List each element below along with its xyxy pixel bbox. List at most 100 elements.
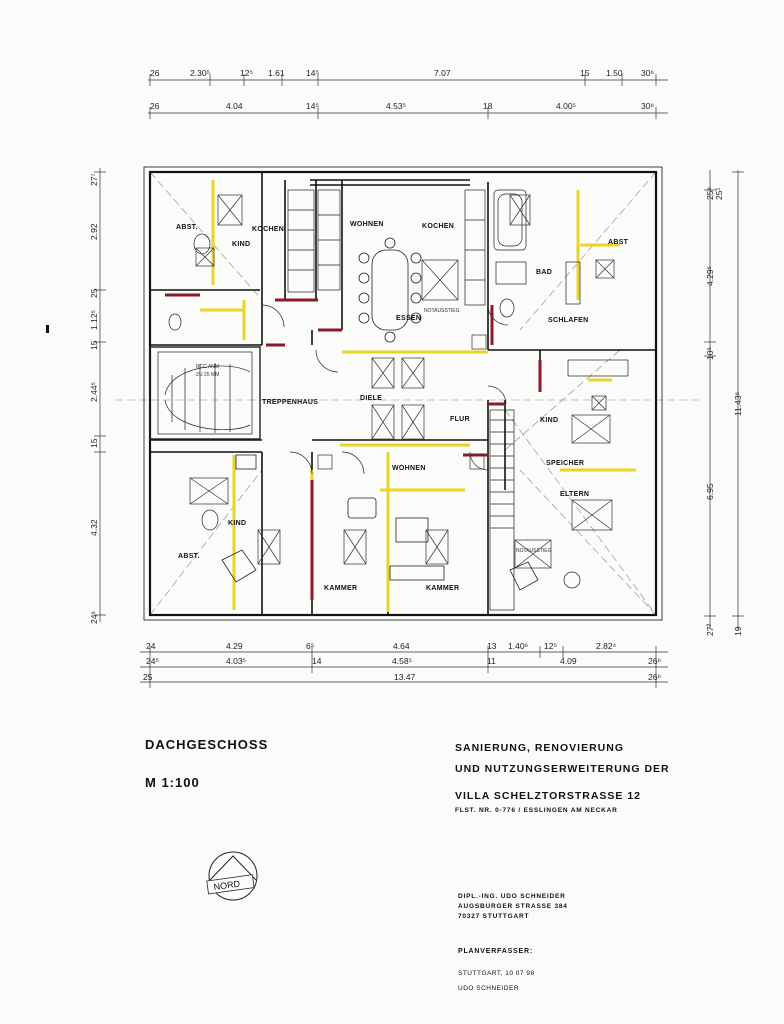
stair-note-1: RCC ANM [196, 364, 219, 370]
left-dimension-chain [94, 168, 106, 622]
north-arrow-icon: NORD [206, 851, 258, 901]
dim-left-2: 25 [89, 288, 99, 298]
room-abst-ne: ABST [608, 239, 629, 246]
dim-top1-8: 30⁶ [641, 68, 654, 78]
dim-top1-7: 1.50 [606, 68, 623, 78]
planverfasser-name: UDO SCHNEIDER [458, 985, 520, 992]
dim-bottom2-6: 26⁶ [648, 656, 661, 666]
architect-line-3: 70327 STUTTGART [458, 913, 530, 920]
project-line-4: FLST. NR. 0-776 / ESSLINGEN AM NECKAR [455, 807, 618, 814]
dim-top1-1: 2.30⁵ [190, 68, 210, 78]
dim-top2-4: 18 [483, 101, 493, 111]
dim-bottom2-3: 4.58⁵ [392, 656, 412, 666]
top-dimension-chain-2 [148, 107, 668, 119]
plan-dining-table [358, 237, 422, 343]
dim-bottom3-2: 26⁶ [648, 672, 661, 682]
dim-bottom1-1: 4.29 [226, 641, 243, 651]
project-line-2: UND NUTZUNGSERWEITERUNG DER [455, 763, 670, 775]
room-kochen-nw: KOCHEN [252, 226, 284, 233]
drawing-title: DACHGESCHOSS [145, 737, 269, 752]
plan-roof-diagonals [115, 171, 700, 616]
room-abst-sw: ABST. [178, 553, 200, 560]
dim-left-3: 1.12⁵ [89, 310, 99, 330]
planverfasser-label: PLANVERFASSER: [458, 948, 533, 955]
planverfasser-date: STUTTGART, 10 07 98 [458, 970, 535, 977]
dim-top1-0: 26 [150, 68, 160, 78]
dim-left-5: 2.44⁵ [89, 382, 99, 402]
dim-bottom2-2: 14 [312, 656, 322, 666]
plan-furniture-south [221, 454, 539, 591]
dim-top2-0: 26 [150, 101, 160, 111]
dim-bottom1-7: 2.82⁴ [596, 641, 617, 651]
dim-top2-1: 4.04 [226, 101, 243, 111]
room-wohnen-n: WOHNEN [350, 221, 384, 228]
dim-bottom1-2: 6⁵ [306, 641, 314, 651]
room-treppenhaus: TREPPENHAUS [262, 399, 318, 406]
dim-left-0: 27⁷ [89, 173, 99, 186]
dim-left-8: 24⁶ [89, 611, 99, 624]
dim-right-0: 25⁶ [705, 187, 715, 200]
dim-bottom2-5: 4.09 [560, 656, 577, 666]
dim-top2-6: 30⁶ [641, 101, 654, 111]
dim-bottom2-4: 11 [487, 656, 496, 666]
room-flur: FLUR [450, 416, 470, 423]
room-essen: ESSEN [396, 315, 421, 322]
dim-bottom1-5: 1.40⁶ [508, 641, 528, 651]
dim-bottom2-1: 4.03⁵ [226, 656, 246, 666]
dim-right-7: 19 [733, 626, 743, 636]
dim-top1-6: 15 [580, 68, 590, 78]
dim-left-7: 4.32 [89, 519, 99, 536]
room-kind-e: KIND [540, 417, 558, 424]
plan-doors [261, 304, 509, 475]
dim-bottom1-0: 24 [146, 641, 156, 651]
room-schlafen: SCHLAFEN [548, 317, 589, 324]
room-wohnen-s: WOHNEN [392, 465, 426, 472]
dim-right-3: 10⁵ [705, 347, 715, 360]
plan-red-walls [165, 293, 542, 600]
dim-bottom1-4: 13 [487, 641, 497, 651]
room-kammer-2: KAMMER [426, 585, 459, 592]
dim-top1-4: 14⁵ [306, 68, 319, 78]
dim-left-1: 2.92 [89, 223, 99, 240]
right-dimension-chain [704, 170, 744, 630]
dim-top2-3: 4.53⁵ [386, 101, 406, 111]
stair-note-2: ZU 25 MM [196, 372, 219, 378]
dim-top1-2: 12⁵ [240, 68, 253, 78]
plan-cabinets [287, 189, 629, 377]
dim-right-4: 11.43⁶ [733, 392, 743, 416]
room-notausstieg-2: NOTAUSSTIEG [516, 548, 552, 554]
room-notausstieg-1: NOTAUSSTIEG [424, 308, 460, 314]
project-line-1: SANIERUNG, RENOVIERUNG [455, 742, 625, 754]
room-kammer-1: KAMMER [324, 585, 357, 592]
plan-east-ladder [489, 409, 515, 611]
dim-right-2: 4.29⁵ [705, 266, 715, 286]
dim-top2-2: 14⁵ [306, 101, 319, 111]
room-speicher: SPEICHER [546, 460, 584, 467]
room-abst-nw: ABST. [176, 224, 198, 231]
dim-bottom1-6: 12⁵ [544, 641, 557, 651]
room-kochen-n: KOCHEN [422, 223, 454, 230]
plan-interior-walls [150, 172, 656, 615]
dim-top1-3: 1.61 [268, 68, 285, 78]
margin-mark [46, 325, 49, 333]
left-dim-texts: 27⁷ 2.92 25 1.12⁵ 15 2.44⁵ 15 4.32 24⁶ [89, 173, 99, 624]
plan-staircase [149, 346, 261, 440]
dim-right-1: 25¹ [714, 188, 724, 200]
architect-line-1: DIPL.-ING. UDO SCHNEIDER [458, 893, 566, 900]
room-kind-sw: KIND [228, 520, 246, 527]
plan-outer-walls [143, 166, 663, 621]
plan-skylights [189, 194, 615, 569]
architect-line-2: AUGSBURGER STRASSE 384 [458, 903, 568, 910]
dim-bottom2-0: 24⁵ [146, 656, 159, 666]
dim-top1-5: 7.07 [434, 68, 451, 78]
dim-left-4: 15 [89, 340, 99, 350]
top-dimension-chain-1 [148, 74, 668, 86]
room-eltern: ELTERN [560, 491, 589, 498]
plan-yellow-partitions [200, 180, 636, 612]
dim-right-6: 27² [705, 624, 715, 636]
room-kind-nw: KIND [232, 241, 250, 248]
dim-right-5: 6.95 [705, 483, 715, 500]
dim-bottom1-3: 4.64 [393, 641, 410, 651]
room-diele: DIELE [360, 395, 382, 402]
